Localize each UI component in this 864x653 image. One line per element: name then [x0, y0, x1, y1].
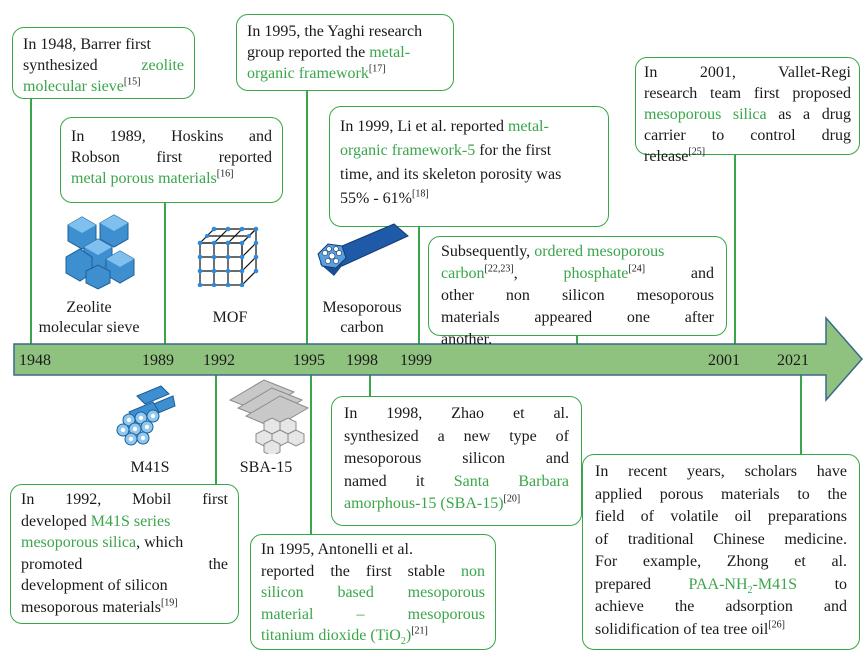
box-2021-line-4: of traditional Chinese medicine.	[595, 530, 847, 548]
box-subsequently: Subsequently, ordered mesoporous carbon[…	[428, 236, 727, 348]
mof-cube-icon	[197, 226, 259, 287]
box-1989-line-3: metal porous materials[16]	[71, 168, 234, 187]
label-m41s: M41S	[130, 459, 170, 476]
box-1992-line-1: In 1992, Mobil first	[21, 491, 228, 508]
box-2001-line-5: release[25]	[644, 146, 706, 165]
box-1995-mof-line-1: In 1995, the Yaghi research	[247, 23, 423, 40]
box-subsequently-line-1: Subsequently, ordered mesoporous	[441, 243, 665, 260]
connector-1989	[164, 203, 166, 344]
box-1998-line-3: mesoporous silicon and	[344, 450, 569, 467]
box-1995-mof-line-2: group reported the metal-	[247, 44, 411, 61]
box-1999-line-4: 55% - 61%[18]	[340, 188, 429, 207]
box-1998-line-2: synthesized a new type of	[344, 427, 569, 445]
box-2021-line-2: applied porous materials to the	[595, 485, 847, 503]
box-1989-line-2: Robson first reported	[71, 149, 272, 166]
box-2021-line-5: For example, Zhong et al.	[595, 553, 847, 570]
box-2001-line-1: In 2001, Vallet-Regi	[644, 64, 851, 81]
box-2021-recent-years: In recent years, scholars have applied p…	[582, 454, 860, 650]
box-2021-line-7: achieve the adsorption and	[595, 598, 847, 615]
box-1948-line-2: synthesized zeolite	[23, 57, 184, 74]
label-mof: MOF	[212, 309, 248, 326]
box-1995-tio2-line-2: reported the first stable non	[261, 562, 485, 580]
year-1948: 1948	[19, 352, 51, 369]
box-1995-mof: In 1995, the Yaghi research group report…	[236, 14, 454, 91]
box-1989-metal-porous: In 1989, Hoskins and Robson first report…	[60, 117, 283, 203]
box-1992-line-4: promoted the	[21, 555, 228, 573]
box-1995-mof-line-3: organic framework[17]	[247, 63, 386, 82]
connector-1995-bottom	[310, 375, 312, 535]
label-sba15: SBA-15	[239, 459, 293, 476]
box-1998-line-4: named it Santa Barbara	[344, 472, 570, 490]
year-2021: 2021	[777, 352, 809, 369]
connector-1999	[418, 226, 420, 344]
box-1995-tio2-line-5: titanium dioxide (TiO2)[21]	[261, 625, 428, 648]
connector-1992	[215, 375, 217, 485]
connector-1998	[369, 375, 371, 397]
box-1995-tio2-line-1: In 1995, Antonelli et al.	[261, 541, 413, 558]
box-1998-sba15: In 1998, Zhao et al. synthesized a new t…	[331, 396, 582, 526]
box-1998-line-1: In 1998, Zhao et al.	[344, 405, 569, 422]
connector-2021	[800, 375, 802, 455]
box-1992-line-6: mesoporous materials[19]	[21, 597, 178, 616]
box-1998-line-5: amorphous-15 (SBA-15)[20]	[344, 493, 521, 512]
year-2001: 2001	[708, 352, 740, 369]
box-2021-line-3: field of volatile oil preparations	[595, 508, 847, 525]
box-1999-mof5: In 1999, Li et al. reported metal- organ…	[329, 106, 609, 227]
year-1999: 1999	[400, 352, 432, 369]
year-1995: 1995	[293, 352, 325, 369]
zeolite-structure-icon	[65, 214, 135, 290]
box-2001-drug-carrier: In 2001, Vallet-Regi research team first…	[635, 57, 860, 165]
box-1948-zeolite: In 1948, Barrer first synthesized zeolit…	[12, 27, 195, 99]
box-2001-line-4: carrier to control drug	[644, 127, 851, 144]
box-1992-m41s: In 1992, Mobil first developed M41S seri…	[10, 484, 239, 624]
year-1998: 1998	[346, 352, 378, 369]
year-1992: 1992	[203, 352, 235, 369]
box-2001-line-3: mesoporous silica as a drug	[644, 106, 852, 123]
connector-2001	[734, 154, 736, 344]
box-1948-line-1: In 1948, Barrer first	[23, 36, 151, 53]
box-1999-line-3: time, and its skeleton porosity was	[340, 166, 562, 183]
year-1989: 1989	[142, 352, 174, 369]
box-subsequently-line-3: other non silicon mesoporous	[441, 287, 714, 304]
connector-1948	[30, 98, 32, 344]
box-1995-tio2-line-4: material – mesoporous	[261, 605, 485, 623]
connector-1995-top	[306, 91, 308, 344]
box-1992-line-5: development of silicon	[21, 577, 168, 594]
m41s-structure-icon	[116, 385, 176, 446]
box-1999-line-2: organic framework-5 for the first	[340, 142, 552, 159]
box-2021-line-6: prepared PAA-NH2-M41S to	[595, 575, 848, 596]
box-2021-line-8: solidification of tea tree oil[26]	[595, 619, 785, 638]
box-subsequently-line-2: carbon[22,23], phosphate[24] and	[441, 263, 715, 282]
box-subsequently-line-5: another.	[441, 331, 493, 348]
box-1995-tio2: In 1995, Antonelli et al. reported the f…	[250, 534, 496, 650]
box-1995-tio2-line-3: silicon based mesoporous	[261, 584, 485, 601]
box-1992-line-3: mesoporous silica, which	[21, 534, 184, 551]
mesoporous-carbon-rod-icon	[317, 223, 409, 276]
box-2021-line-1: In recent years, scholars have	[595, 463, 847, 480]
box-1992-line-2: developed M41S series	[21, 512, 171, 530]
box-2001-line-2: research team first proposed	[644, 85, 851, 102]
box-1989-line-1: In 1989, Hoskins and	[71, 128, 272, 145]
sba15-structure-icon	[228, 379, 310, 454]
box-1948-line-3: molecular sieve[15]	[23, 76, 141, 95]
box-1999-line-1: In 1999, Li et al. reported metal-	[340, 118, 549, 135]
connector-subsequently	[576, 335, 578, 344]
box-subsequently-line-4: materials appeared one after	[441, 309, 714, 326]
